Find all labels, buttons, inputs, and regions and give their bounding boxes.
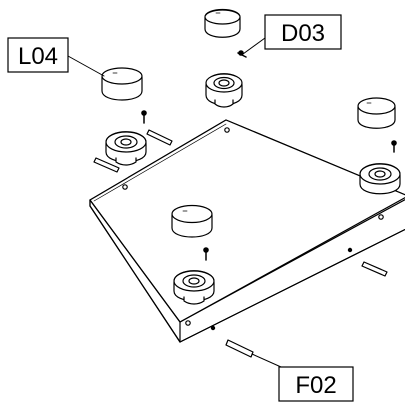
cap-part <box>171 204 213 238</box>
dowel-pin <box>93 157 120 173</box>
board-panel <box>89 119 405 343</box>
side-hole <box>210 325 216 331</box>
cap-part <box>357 97 396 129</box>
callout-l04: L04 <box>7 37 69 73</box>
callout-d03: D03 <box>264 14 342 50</box>
dowel-pin <box>146 129 173 146</box>
dowel-pin <box>361 261 388 277</box>
base-nut-part <box>173 270 215 305</box>
leader-line <box>242 37 266 55</box>
hole-mark <box>224 127 230 133</box>
callout-f02: F02 <box>278 366 354 402</box>
hole-mark <box>185 320 191 326</box>
screw-part <box>391 140 397 153</box>
screw-part <box>203 247 209 261</box>
side-hole <box>347 247 353 253</box>
screw-part <box>237 50 247 58</box>
base-nut-part <box>359 163 401 195</box>
cap-part <box>204 8 241 38</box>
hole-mark <box>122 184 128 190</box>
label-l04: L04 <box>18 43 58 70</box>
base-nut-part <box>105 131 147 166</box>
hole-mark <box>378 214 384 220</box>
base-nut-part <box>205 73 243 108</box>
label-d03: D03 <box>281 20 325 47</box>
label-f02: F02 <box>295 372 336 399</box>
leader-line <box>67 55 105 77</box>
screw-part <box>141 110 147 124</box>
dowel-pin <box>225 339 254 358</box>
cap-part <box>101 67 143 101</box>
